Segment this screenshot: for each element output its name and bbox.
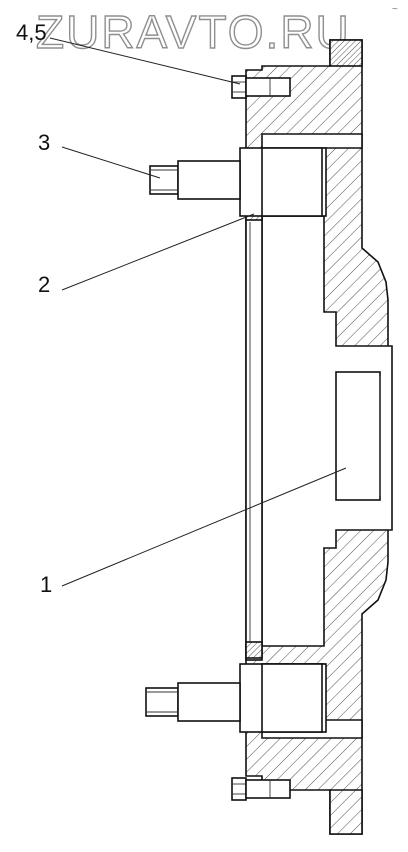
leader-3 [61, 146, 161, 179]
leader-2 [61, 213, 255, 291]
stud-top [149, 147, 323, 217]
hub-bore [335, 371, 381, 501]
callout-label-2: 2 [38, 272, 50, 297]
callout-label-3: 3 [38, 130, 50, 155]
corner-mark: ~ [392, 4, 398, 15]
bolt-top [231, 75, 291, 99]
leader-4-5 [49, 37, 241, 85]
callout-label-4-5: 4,5 [16, 20, 47, 45]
flange-top-insert [329, 39, 363, 67]
cover-plate [245, 203, 263, 661]
watermark-text: ZURAVTO.RU [36, 6, 351, 58]
leader-1 [61, 467, 347, 587]
stud-bottom [145, 663, 323, 733]
bolt-bottom [231, 777, 291, 801]
callout-label-1: 1 [40, 572, 52, 597]
